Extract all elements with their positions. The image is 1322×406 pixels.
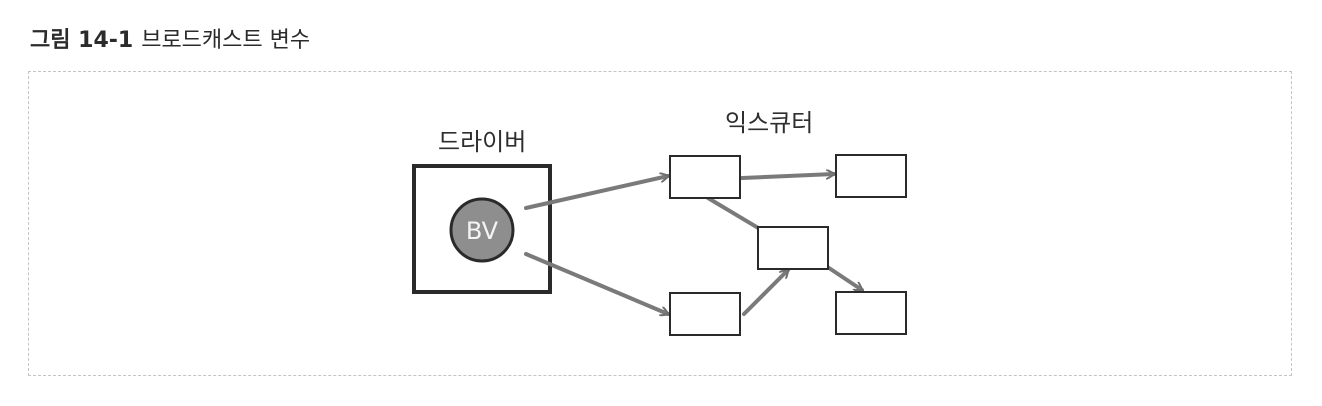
arrow-executor-4-to-executor-5 [824,264,862,292]
broadcast-variable-label: BV [466,217,499,245]
figure-caption: 그림 14-1 브로드캐스트 변수 [30,26,310,56]
executor-box-5 [835,291,907,335]
arrow-driver-to-executor-2 [524,252,668,314]
executor-box-4 [757,226,829,270]
figure-number: 그림 14-1 [30,28,134,53]
executor-box-2 [669,292,741,336]
figure-frame [28,71,1292,376]
arrow-executor-2-to-executor-4 [742,270,788,316]
driver-label: 드라이버 [438,128,526,156]
executor-label: 익스큐터 [725,109,813,137]
arrow-executor-1-to-executor-3 [740,174,834,180]
figure-title: 브로드캐스트 변수 [141,28,311,53]
arrow-driver-to-executor-1 [524,176,668,210]
executor-box-3 [835,154,907,198]
executor-box-1 [669,155,741,199]
broadcast-variable-circle [449,197,515,263]
